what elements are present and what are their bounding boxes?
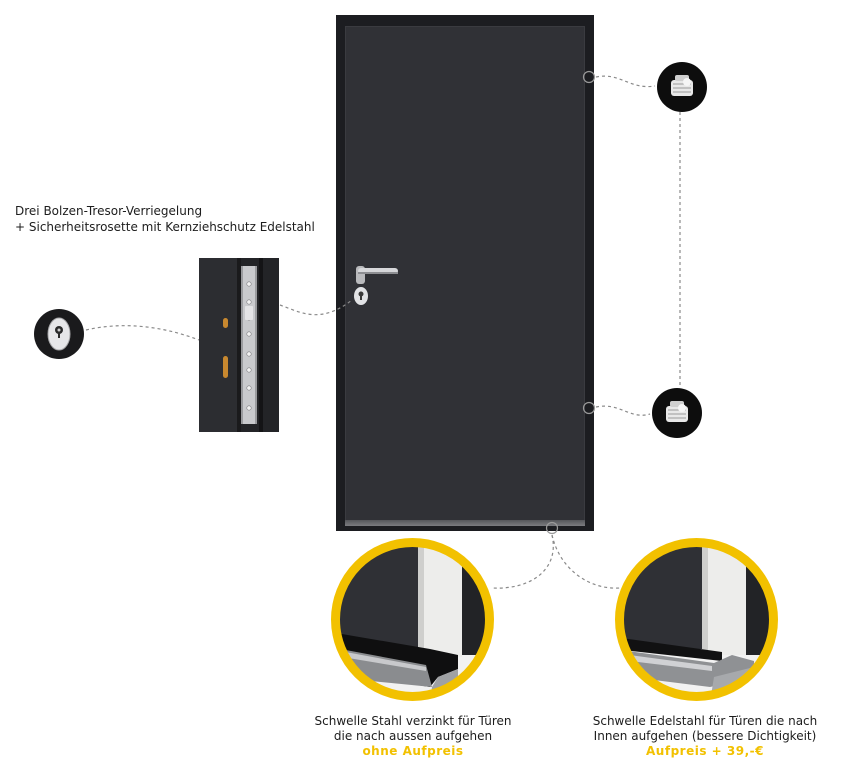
threshold-point-icon (545, 521, 559, 535)
lock-caption-line2: + Sicherheitsrosette mit Kernziehschutz … (15, 220, 315, 234)
threshold-galvanized-price: ohne Aufpreis (362, 744, 464, 758)
rosette-detail (34, 309, 84, 359)
threshold-stainless-line2: Innen aufgehen (bessere Dichtigkeit) (593, 729, 817, 743)
door-leaf (345, 26, 585, 523)
threshold-stainless-caption: Schwelle Edelstahl für Türen die nach In… (578, 714, 832, 759)
threshold-galvanized-caption: Schwelle Stahl verzinkt für Türen die na… (301, 714, 525, 759)
threshold-stainless-line1: Schwelle Edelstahl für Türen die nach (592, 714, 818, 728)
hinge-detail-bottom (652, 388, 702, 438)
door-bottom-rail (345, 520, 585, 526)
hinge-detail-top (657, 62, 707, 112)
hinge-point-top-icon (582, 70, 596, 84)
threshold-stainless-detail (615, 538, 778, 701)
lock-caption: Drei Bolzen-Tresor-Verriegelung + Sicher… (15, 203, 315, 235)
lock-caption-line1: Drei Bolzen-Tresor-Verriegelung (15, 204, 203, 218)
multipoint-lock-icon (199, 258, 279, 432)
security-rosette-icon (47, 317, 71, 351)
hinge-bolt-icon (666, 401, 688, 422)
hinge-point-bottom-icon (582, 401, 596, 415)
threshold-galvanized-line1: Schwelle Stahl verzinkt für Türen (314, 714, 512, 728)
hinge-bolt-icon (671, 75, 693, 96)
threshold-stainless-price: Aufpreis + 39,-€ (646, 744, 764, 758)
threshold-galvanized-line2: die nach aussen aufgehen (333, 729, 493, 743)
door-handle-icon (354, 266, 398, 305)
threshold-galvanized-detail (331, 538, 494, 701)
